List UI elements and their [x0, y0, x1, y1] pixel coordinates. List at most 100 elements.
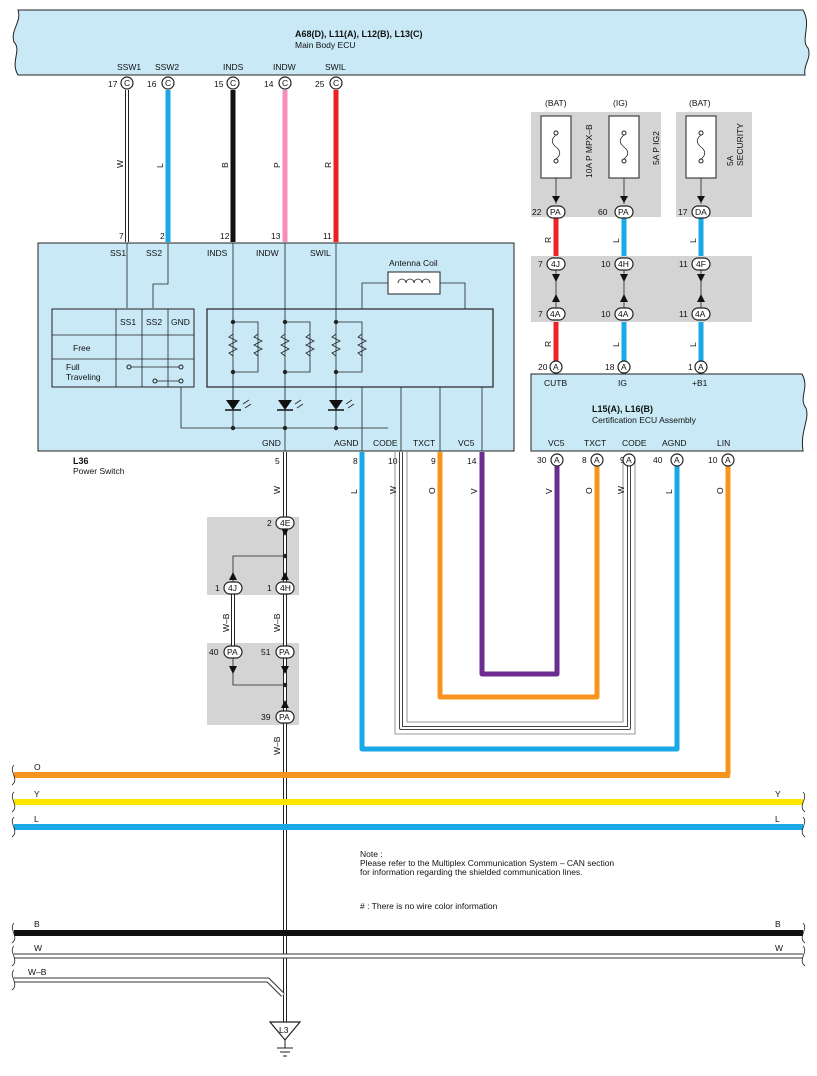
junction-right: 4J 4H 4F 4A 4A 4A 7 10 11 7 10 11: [531, 256, 752, 322]
bus-label-o: O: [34, 762, 41, 772]
gj-num-1-right: 1: [267, 583, 272, 593]
gj-conn-4e: 4E: [280, 518, 291, 528]
ps-pin-indw: INDW: [256, 248, 279, 258]
ps-pin-num-13: 13: [271, 231, 281, 241]
main-body-ecu: A68(D), L11(A), L12(B), L13(C) Main Body…: [12, 9, 810, 76]
svg-text:A: A: [553, 362, 559, 372]
indicator-block: Antenna Coil: [206, 243, 494, 451]
note-line-1: Please refer to the Multiplex Communicat…: [360, 858, 614, 868]
wire-label-l-fuse-2: L: [688, 238, 698, 243]
table-row-traveling: Traveling: [66, 372, 101, 382]
comm-wires: [359, 452, 731, 775]
pin-num-14: 14: [264, 79, 274, 89]
ground-label-l3: L3: [279, 1025, 289, 1035]
cert-pin-vc5: VC5: [548, 438, 565, 448]
cert-bottom-num-40: 40: [653, 455, 663, 465]
switch-state-table: SS1 SS2 GND Free Full Traveling: [51, 308, 195, 388]
jr-conn-4a-2: 4A: [618, 309, 629, 319]
wire-label-cert-agnd: L: [664, 489, 674, 494]
fuse-connectors: PA PA DA: [546, 205, 711, 219]
cert-pin-ig: IG: [618, 378, 627, 388]
wire-label-l-fuse-1: L: [611, 238, 621, 243]
bus-label-y-right: Y: [775, 789, 781, 799]
ps-bottom-num-14: 14: [467, 456, 477, 466]
cert-pin-code: CODE: [622, 438, 647, 448]
right-upper-wires: R L L R L L: [543, 218, 704, 362]
ps-pin-txct: TXCT: [413, 438, 435, 448]
gj-num-39: 39: [261, 712, 271, 722]
upper-connectors: C C C C C: [120, 76, 343, 90]
ps-bottom-num-9: 9: [431, 456, 436, 466]
ground-symbol: L3: [268, 1021, 302, 1057]
bus-label-w-right: W: [775, 943, 783, 953]
pin-name-indw: INDW: [273, 62, 296, 72]
wire-label-gnd: W: [272, 486, 282, 494]
fuse-source-ig: (IG): [613, 98, 628, 108]
svg-text:A: A: [725, 455, 731, 465]
main-body-ecu-subtitle: Main Body ECU: [295, 40, 355, 50]
pin-name-inds: INDS: [223, 62, 244, 72]
jr-conn-4f: 4F: [696, 259, 706, 269]
fuse-pin-17: 17: [678, 207, 688, 217]
wire-label-r: R: [323, 162, 333, 168]
jr-num-11-low: 11: [679, 309, 688, 319]
bus-label-y-left: Y: [34, 789, 40, 799]
fuse-label-ig2: 5A P IG2: [651, 131, 661, 165]
bus-label-wb: W–B: [28, 967, 47, 977]
svg-text:A: A: [594, 455, 600, 465]
ps-pin-swil: SWIL: [310, 248, 331, 258]
wire-label-l-lower-2: L: [688, 342, 698, 347]
wire-label-cert-lin: O: [715, 487, 725, 494]
wire-label-r-lower: R: [543, 341, 553, 347]
jr-conn-4h: 4H: [618, 259, 629, 269]
table-row-full: Full: [66, 362, 80, 372]
note-title: Note :: [360, 849, 383, 859]
cert-ecu: A A A 20 18 1 CUTB IG +B1 L15(A), L16(B)…: [530, 360, 808, 465]
jr-num-10-low: 10: [601, 309, 611, 319]
gj-conn-pa-39: PA: [279, 712, 290, 722]
svg-text:C: C: [230, 78, 236, 88]
main-body-ecu-pins: SSW1 SSW2 INDS INDW SWIL 17 16 15 14 25: [108, 62, 346, 89]
fuse-pin-22: 22: [532, 207, 542, 217]
comm-wire-labels: L W O V V O W L O: [349, 486, 725, 494]
cert-bottom-connectors: A A A A A: [550, 453, 735, 467]
pin-name-ssw2: SSW2: [155, 62, 179, 72]
svg-text:A: A: [626, 455, 632, 465]
main-body-ecu-title: A68(D), L11(A), L12(B), L13(C): [295, 29, 423, 39]
wire-label-txct: O: [427, 487, 437, 494]
upper-wire-color-labels: W L B P R: [115, 160, 333, 168]
fuse-source-bat-2: (BAT): [689, 98, 711, 108]
jr-conn-4j: 4J: [551, 259, 560, 269]
jr-num-7-low: 7: [538, 309, 543, 319]
wire-label-cert-txct: O: [584, 487, 594, 494]
gj-num-51: 51: [261, 647, 271, 657]
bus-label-l-right: L: [775, 814, 780, 824]
gj-num-1-left: 1: [215, 583, 220, 593]
gj-conn-4j: 4J: [228, 583, 237, 593]
fuse-label-mpx-b: 10A P MPX–B: [584, 124, 594, 178]
ps-pin-num-12: 12: [220, 231, 230, 241]
ps-pin-inds: INDS: [207, 248, 228, 258]
wire-label-r-fuse: R: [543, 237, 553, 243]
ps-pin-ss2: SS2: [146, 248, 162, 258]
gj-num-40: 40: [209, 647, 219, 657]
ps-pin-ss1: SS1: [110, 248, 126, 258]
wire-label-w: W: [115, 160, 125, 168]
gj-num-2: 2: [267, 518, 272, 528]
cert-ecu-subtitle: Certification ECU Assembly: [592, 415, 697, 425]
wire-label-l: L: [155, 163, 165, 168]
bus-lines: O Y Y L L B B W W W–B: [11, 762, 806, 997]
jr-conn-4a-3: 4A: [695, 309, 706, 319]
jr-conn-4a-1: 4A: [550, 309, 561, 319]
svg-text:C: C: [333, 78, 339, 88]
gj-conn-pa-40: PA: [227, 647, 238, 657]
fuse-label-5a: 5A: [725, 155, 735, 166]
ps-pin-num-2: 2: [160, 231, 165, 241]
gj-conn-4h: 4H: [280, 583, 291, 593]
cert-top-num-1: 1: [688, 362, 693, 372]
fuse-block: (BAT) (IG) (BAT) 10A P MPX–B 5A P IG2 5A…: [531, 98, 752, 217]
cert-pin-lin: LIN: [717, 438, 730, 448]
cert-pin-cutb: CUTB: [544, 378, 567, 388]
cert-bottom-num-8: 8: [582, 455, 587, 465]
